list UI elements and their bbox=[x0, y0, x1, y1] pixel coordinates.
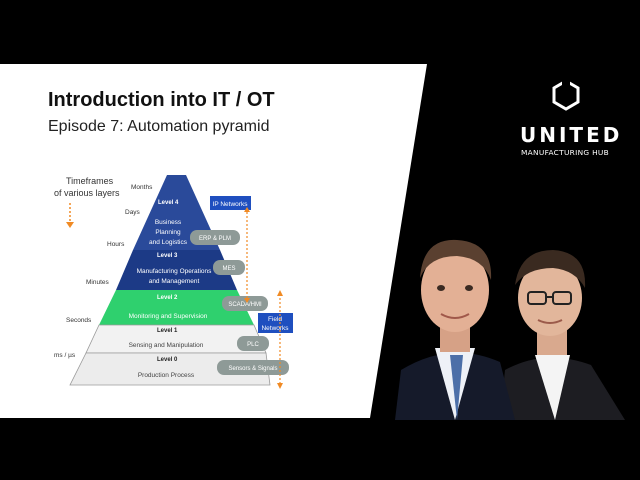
level-3-name-1: Manufacturing Operations bbox=[137, 268, 213, 275]
hexagon-logo-icon bbox=[552, 78, 580, 111]
svg-text:PLC: PLC bbox=[247, 342, 259, 348]
system-pill-erp bbox=[190, 230, 240, 245]
level-4-label: Level 4 bbox=[158, 200, 179, 206]
pyramid-level-0 bbox=[69, 352, 271, 386]
time-label-months: Months bbox=[131, 184, 153, 191]
system-pill-plc bbox=[237, 336, 269, 351]
level-0-name: Production Process bbox=[138, 372, 195, 379]
time-label-days: Days bbox=[125, 209, 141, 216]
svg-text:Field: Field bbox=[268, 316, 282, 323]
timeframes-label-1: Timeframes bbox=[66, 176, 114, 186]
time-label-minutes: Minutes bbox=[86, 279, 110, 286]
ip-networks-box bbox=[210, 196, 251, 210]
svg-text:Networks: Networks bbox=[261, 325, 289, 332]
level-4-name-2: Planning bbox=[155, 229, 181, 236]
pyramid-level-3 bbox=[116, 250, 237, 290]
level-3-label: Level 3 bbox=[157, 253, 178, 259]
presenters-photo bbox=[395, 239, 625, 420]
brand-name: UNITED bbox=[520, 123, 623, 147]
timeframes-label-2: of various layers bbox=[54, 188, 120, 198]
level-0-label: Level 0 bbox=[157, 357, 178, 363]
svg-text:MES: MES bbox=[222, 266, 235, 272]
field-networks-box bbox=[258, 313, 293, 333]
slide-subtitle: Episode 7: Automation pyramid bbox=[48, 118, 270, 135]
svg-text:SCADA/HMI: SCADA/HMI bbox=[228, 302, 262, 308]
presenter-right bbox=[500, 250, 625, 420]
level-3-name-2: and Management bbox=[149, 278, 200, 285]
presenter-left bbox=[395, 239, 515, 420]
level-2-label: Level 2 bbox=[157, 295, 178, 301]
time-label-ms: ms / µs bbox=[54, 352, 76, 359]
system-pill-mes bbox=[213, 260, 245, 275]
svg-text:Sensors & Signals: Sensors & Signals bbox=[228, 366, 277, 372]
level-1-name: Sensing and Manipulation bbox=[129, 342, 204, 349]
pyramid-level-2 bbox=[99, 290, 254, 325]
level-2-name: Monitoring and Supervision bbox=[129, 313, 208, 320]
level-4-name-1: Business bbox=[155, 219, 182, 226]
slide-title: Introduction into IT / OT bbox=[48, 89, 275, 111]
time-label-hours: Hours bbox=[107, 241, 125, 248]
level-1-label: Level 1 bbox=[157, 328, 178, 334]
level-4-name-3: and Logistics bbox=[149, 239, 188, 246]
system-pill-sensors bbox=[217, 360, 289, 375]
svg-text:IP Networks: IP Networks bbox=[213, 201, 249, 208]
svg-text:ERP & PLM: ERP & PLM bbox=[199, 236, 231, 242]
system-pill-scada bbox=[222, 296, 268, 311]
brand-tagline: MANUFACTURING HUB bbox=[521, 148, 610, 157]
time-label-seconds: Seconds bbox=[66, 317, 92, 324]
